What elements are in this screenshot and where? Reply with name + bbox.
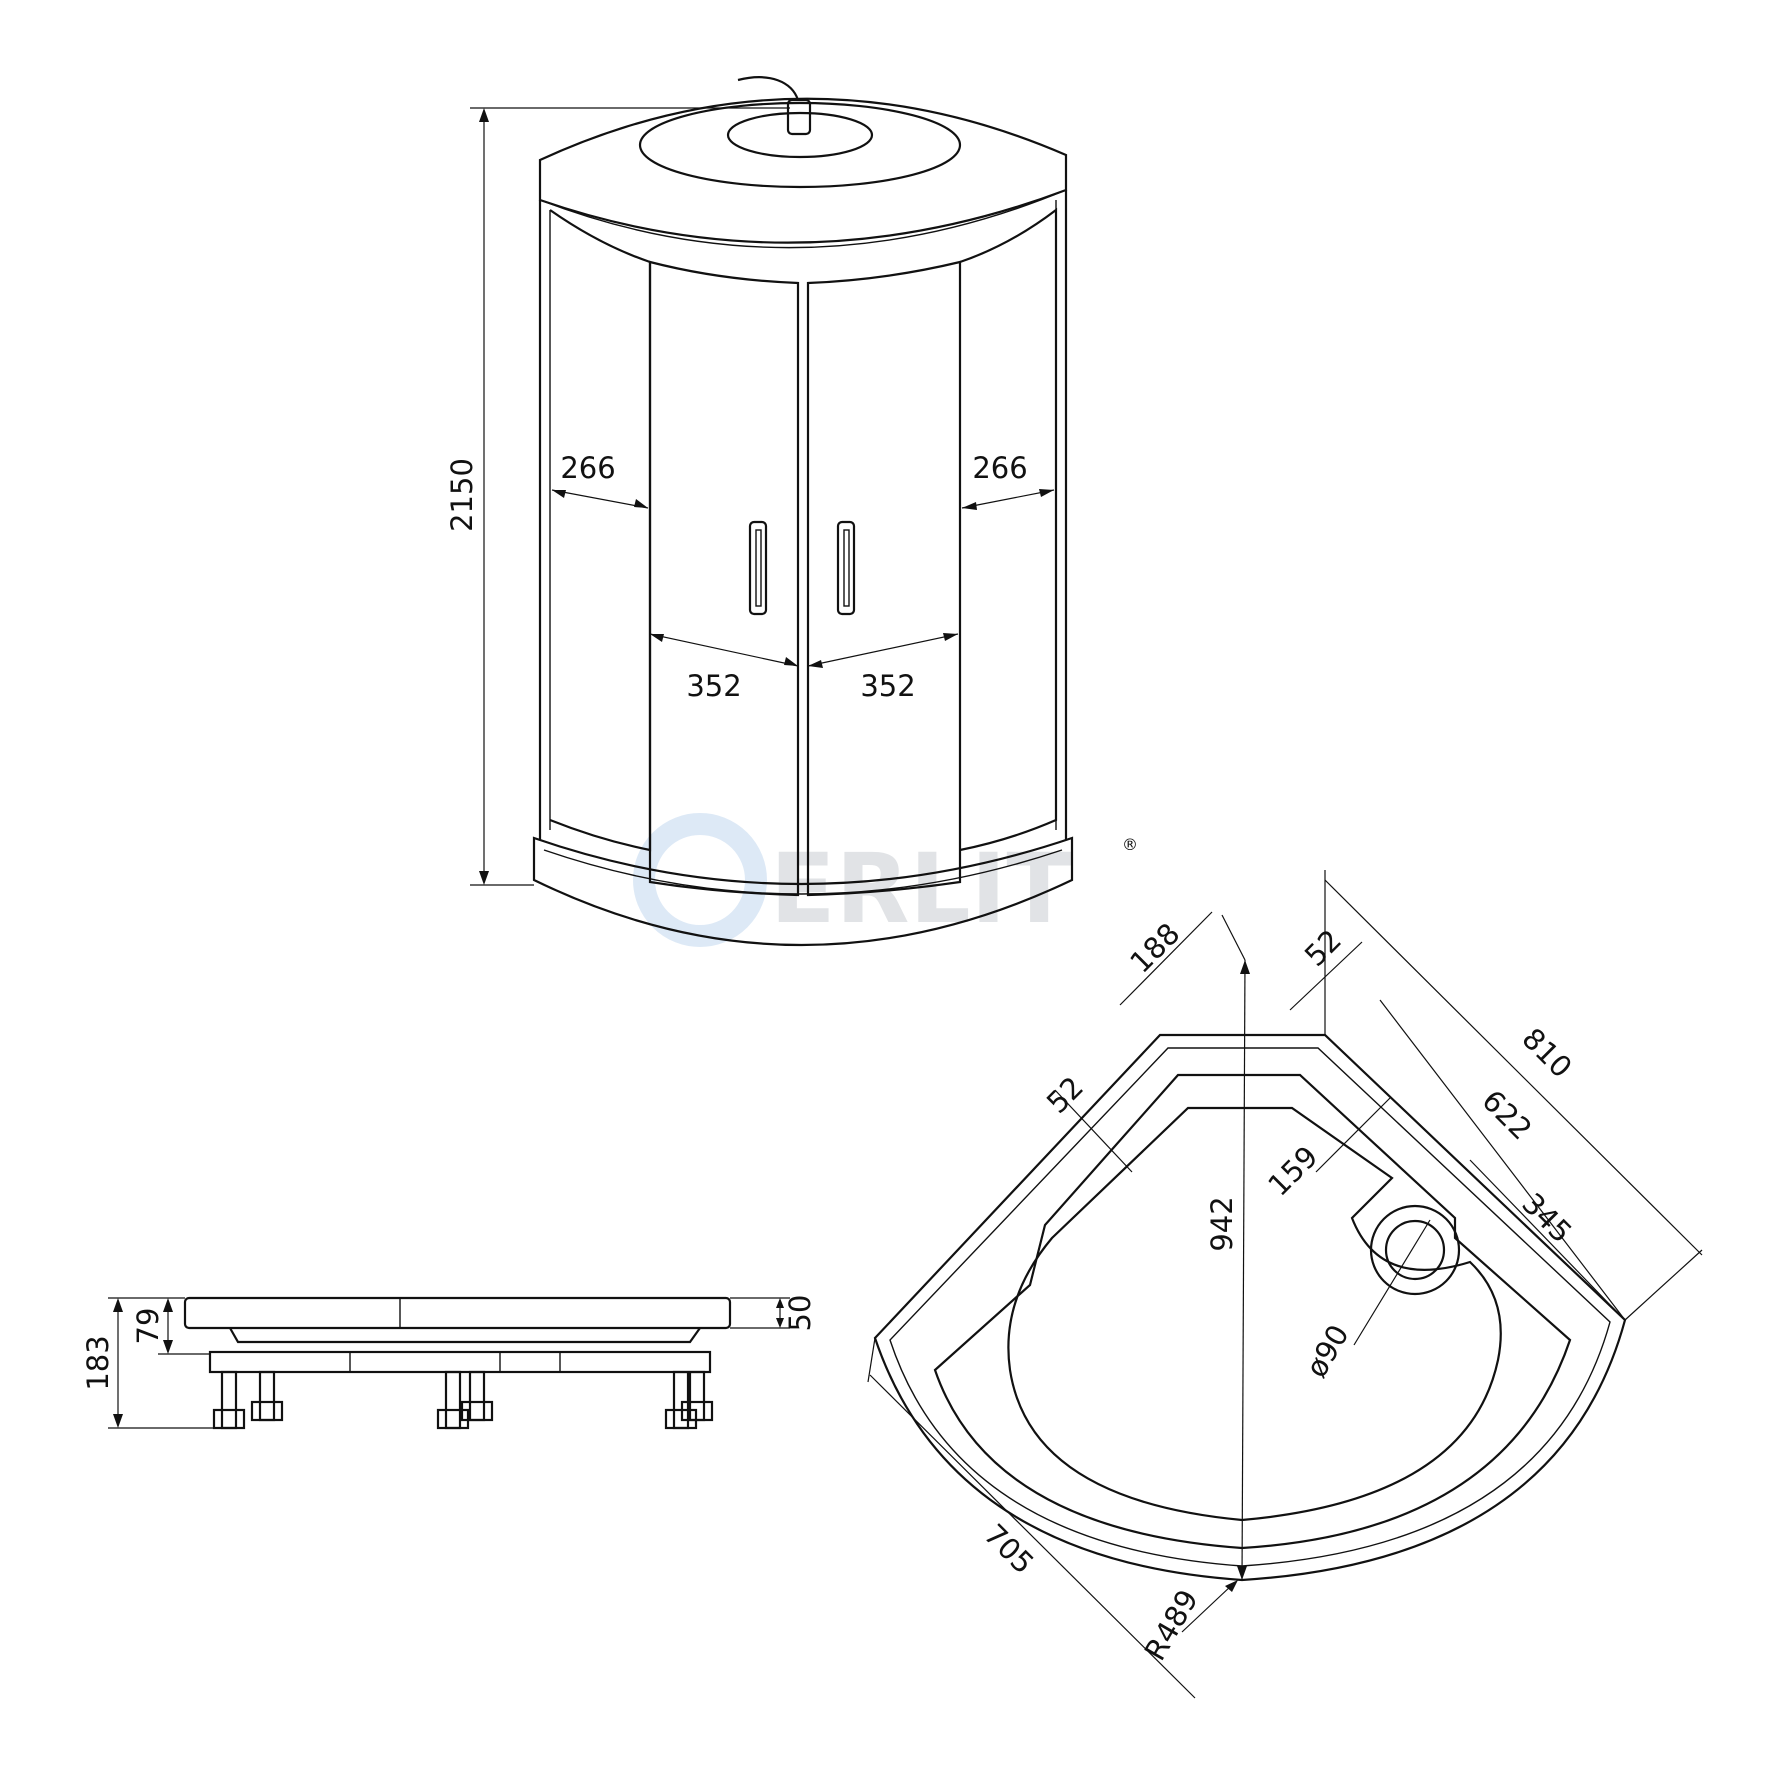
shower-hose — [737, 76, 800, 101]
dim-rim-height: 50 — [783, 1295, 817, 1332]
ceiling-shower-head — [726, 111, 874, 159]
dim-rim-left: 52 — [1040, 1070, 1090, 1120]
dim-rim-top: 52 — [1298, 923, 1348, 973]
shower-cabin-front-view — [532, 76, 1074, 946]
tray-frame — [208, 1350, 712, 1374]
dim-overall-width: 810 — [1515, 1021, 1578, 1084]
dim-diagonal: 942 — [1205, 1196, 1239, 1251]
tray-side-dimensions: 183 79 50 — [81, 1295, 817, 1429]
drain-icon — [1384, 1219, 1446, 1281]
dim-left-door: 352 — [686, 669, 741, 703]
dim-drain-offset: 159 — [1261, 1139, 1324, 1202]
dim-tray-height: 79 — [131, 1308, 165, 1345]
dim-corner-offset: 188 — [1123, 916, 1186, 979]
dim-side-length: 705 — [977, 1517, 1040, 1580]
ceiling-shower-rim — [638, 101, 962, 189]
drain-outer — [1369, 1204, 1461, 1296]
dim-drain-diameter: ø90 — [1299, 1319, 1356, 1383]
dim-edge-to-drain: 345 — [1515, 1186, 1578, 1249]
tray-body — [229, 1327, 701, 1344]
tray-leg — [436, 1370, 494, 1430]
tray-plan-dimensions: 188 52 52 159 942 810 622 345 ø90 705 R4 — [867, 870, 1703, 1699]
dim-right-panel: 266 — [972, 451, 1027, 485]
tray-basin — [1007, 1106, 1502, 1522]
tray-plan-view — [873, 959, 1627, 1582]
right-door — [806, 260, 962, 897]
tray-leg — [212, 1370, 284, 1430]
tray-leg — [664, 1370, 714, 1430]
dim-height: 2150 — [445, 458, 479, 532]
tray-rim — [183, 1296, 732, 1330]
dim-left-panel: 266 — [560, 451, 615, 485]
dim-total-height: 183 — [81, 1335, 115, 1390]
right-fixed-panel — [959, 207, 1058, 852]
shower-head-connector — [786, 98, 812, 136]
left-fixed-panel — [549, 209, 652, 852]
cabin-roof — [538, 97, 1068, 244]
watermark-letters: ERLIT — [770, 833, 1072, 945]
cabin-dimensions: 2150 266 266 352 352 — [445, 107, 1055, 886]
door-handle-icon — [836, 520, 856, 616]
watermark-registered-mark: ® — [1122, 835, 1138, 854]
watermark-logo-icon — [633, 813, 767, 947]
dim-radius: R489 — [1138, 1584, 1205, 1666]
tray-rim-top — [933, 1073, 1572, 1550]
cabin-base — [532, 836, 1074, 946]
door-handle-icon — [748, 520, 768, 616]
tray-outer-outline — [873, 1033, 1627, 1582]
tray-side-view — [183, 1296, 732, 1430]
left-door — [648, 260, 800, 897]
dim-right-door: 352 — [860, 669, 915, 703]
